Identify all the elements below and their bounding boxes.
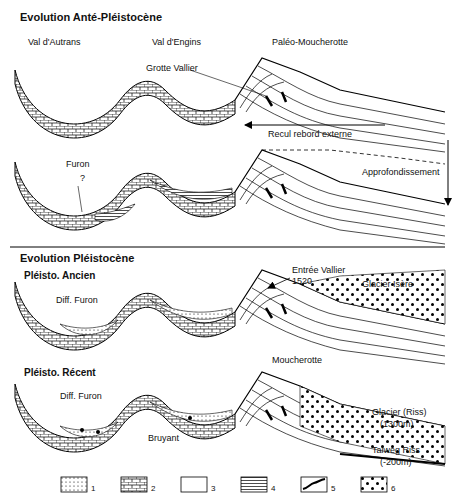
depth-label: (-200m) xyxy=(380,458,412,467)
legend-number: 4 xyxy=(271,485,275,493)
place-label: Val d'Engins xyxy=(152,38,201,47)
feature-label: Furon xyxy=(66,160,90,169)
legend-swatch xyxy=(60,476,90,494)
period-label: Pléisto. Récent xyxy=(24,368,96,378)
legend-swatch xyxy=(300,476,330,494)
process-label: Recul rebord externe xyxy=(268,130,352,139)
place-label: Bruyant xyxy=(148,434,179,443)
feature-label: Grotte Vallier xyxy=(146,64,198,73)
legend-number: 5 xyxy=(331,485,335,493)
feature-label: Glacier Isère xyxy=(362,280,413,289)
section-ante-1 xyxy=(15,58,445,152)
legend-number: 6 xyxy=(391,485,395,493)
feature-label: Diff. Furon xyxy=(60,392,102,401)
legend-number: 3 xyxy=(211,485,215,493)
separator xyxy=(10,247,445,248)
legend-swatch xyxy=(360,476,390,494)
deepening-arrow xyxy=(448,140,449,205)
feature-label: Talweg Riss xyxy=(372,446,420,455)
section-heading: Evolution Anté-Pléistocène xyxy=(20,12,162,23)
feature-label: Diff. Furon xyxy=(56,296,98,305)
feature-label: Glacier (Riss) xyxy=(372,408,427,417)
place-label: Moucherotte xyxy=(272,356,322,365)
section-pleisto-ancien xyxy=(15,270,445,364)
section-heading: Evolution Pléistocène xyxy=(20,253,134,264)
retreat-arrow xyxy=(245,125,385,126)
period-label: Pléisto. Ancien xyxy=(24,271,95,281)
legend-swatch xyxy=(240,476,270,494)
legend-number: 1 xyxy=(91,485,95,493)
old-profile xyxy=(262,150,445,164)
legend-number: 2 xyxy=(151,485,155,493)
leader-line xyxy=(190,70,266,96)
place-label: Val d'Autrans xyxy=(28,38,81,47)
query-mark: ? xyxy=(80,174,85,183)
feature-label: Entrée Vallier xyxy=(292,266,345,275)
place-label: Paléo-Moucherotte xyxy=(272,38,348,47)
legend-swatch xyxy=(180,476,210,494)
legend-swatch xyxy=(120,476,150,494)
altitude-label: (1300m) xyxy=(380,420,414,429)
process-label: Approfondissement xyxy=(362,168,440,177)
section-ante-2 xyxy=(15,150,445,244)
altitude-label: 1520 xyxy=(292,277,312,286)
section-pleisto-recent xyxy=(15,372,445,466)
